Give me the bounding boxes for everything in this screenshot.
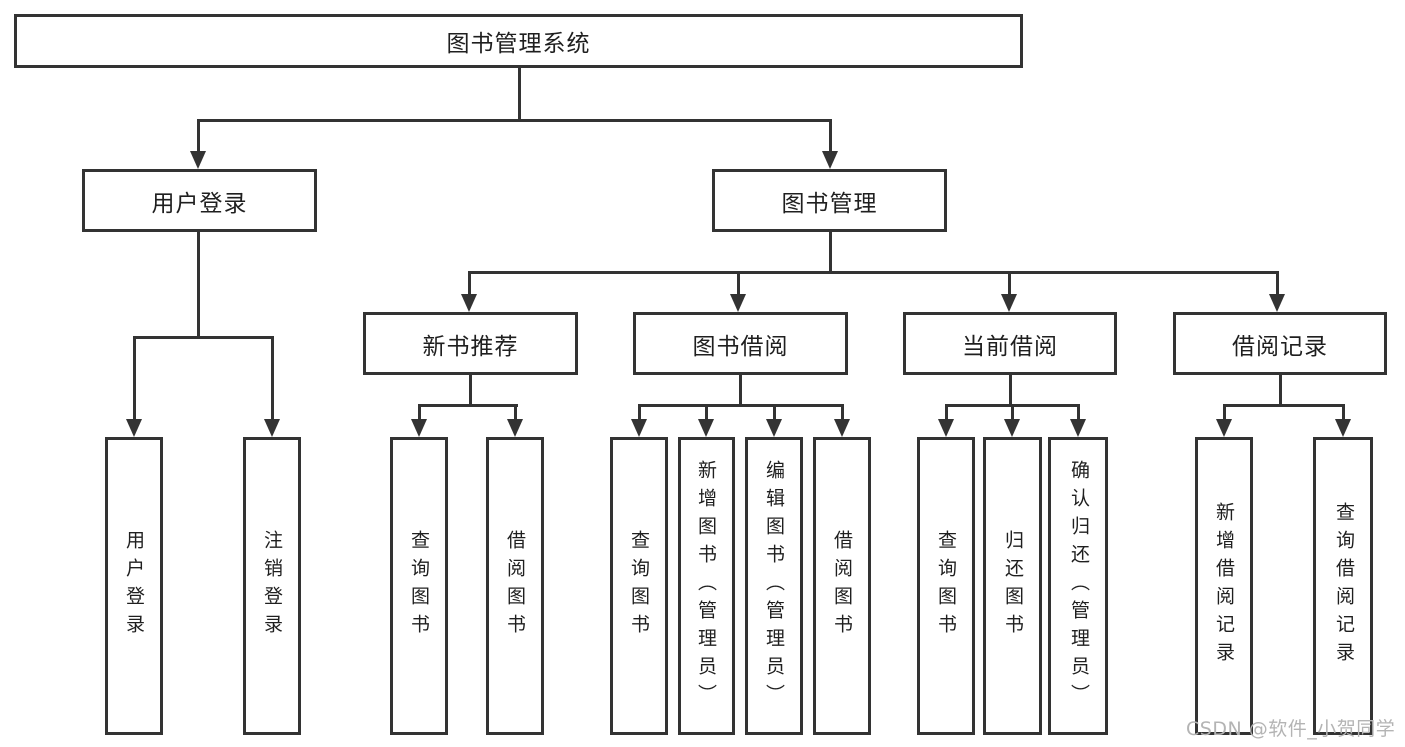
- leaf-add-book-admin: 新增图书（管理员）: [678, 437, 735, 735]
- connector-line: [197, 231, 200, 339]
- leaf-borrow-books-borrowing: 借阅图书: [813, 437, 871, 735]
- arrowhead-down-icon: [938, 419, 954, 437]
- connector-line: [468, 271, 471, 296]
- connector-line: [197, 119, 200, 153]
- connector-line: [1008, 271, 1011, 296]
- leaf-confirm-return-admin: 确认归还（管理员）: [1048, 437, 1108, 735]
- connector-line: [1223, 404, 1226, 421]
- arrowhead-down-icon: [822, 151, 838, 169]
- connector-line: [1279, 374, 1282, 406]
- connector-line: [133, 336, 274, 339]
- leaf-add-borrow-record: 新增借阅记录: [1195, 437, 1253, 735]
- arrowhead-down-icon: [461, 294, 477, 312]
- leaf-query-borrow-record: 查询借阅记录: [1313, 437, 1373, 735]
- connector-line: [737, 271, 740, 296]
- connector-line: [514, 404, 517, 421]
- connector-line: [829, 231, 832, 274]
- connector-line: [705, 404, 708, 421]
- arrowhead-down-icon: [507, 419, 523, 437]
- connector-line: [739, 374, 742, 406]
- arrowhead-down-icon: [1070, 419, 1086, 437]
- arrowhead-down-icon: [411, 419, 427, 437]
- arrowhead-down-icon: [190, 151, 206, 169]
- leaf-user-login: 用户登录: [105, 437, 163, 735]
- node-new-book-recommend: 新书推荐: [363, 312, 578, 375]
- connector-line: [469, 374, 472, 406]
- connector-line: [133, 336, 136, 421]
- connector-line: [468, 271, 1279, 274]
- arrowhead-down-icon: [631, 419, 647, 437]
- connector-line: [518, 67, 521, 121]
- connector-line: [945, 404, 948, 421]
- connector-line: [638, 404, 641, 421]
- connector-line: [271, 336, 274, 421]
- node-current-borrowing: 当前借阅: [903, 312, 1117, 375]
- leaf-edit-book-admin: 编辑图书（管理员）: [745, 437, 803, 735]
- connector-line: [418, 404, 518, 407]
- leaf-borrow-books-recommend: 借阅图书: [486, 437, 544, 735]
- arrowhead-down-icon: [834, 419, 850, 437]
- node-book-borrowing: 图书借阅: [633, 312, 848, 375]
- connector-line: [773, 404, 776, 421]
- connector-line: [197, 119, 832, 122]
- leaf-query-books-borrowing: 查询图书: [610, 437, 668, 735]
- leaf-query-books-recommend: 查询图书: [390, 437, 448, 735]
- connector-line: [829, 119, 832, 153]
- node-borrowing-records: 借阅记录: [1173, 312, 1387, 375]
- arrowhead-down-icon: [1004, 419, 1020, 437]
- connector-line: [1077, 404, 1080, 421]
- connector-line: [1009, 374, 1012, 406]
- connector-line: [841, 404, 844, 421]
- arrowhead-down-icon: [1269, 294, 1285, 312]
- leaf-return-books: 归还图书: [983, 437, 1042, 735]
- arrowhead-down-icon: [264, 419, 280, 437]
- leaf-query-books-current: 查询图书: [917, 437, 975, 735]
- node-library-management-system: 图书管理系统: [14, 14, 1023, 68]
- connector-line: [1342, 404, 1345, 421]
- connector-line: [1223, 404, 1345, 407]
- node-book-management: 图书管理: [712, 169, 947, 232]
- connector-line: [418, 404, 421, 421]
- arrowhead-down-icon: [730, 294, 746, 312]
- arrowhead-down-icon: [1335, 419, 1351, 437]
- leaf-logout: 注销登录: [243, 437, 301, 735]
- arrowhead-down-icon: [698, 419, 714, 437]
- arrowhead-down-icon: [766, 419, 782, 437]
- connector-line: [1011, 404, 1014, 421]
- connector-line: [638, 404, 844, 407]
- arrowhead-down-icon: [1001, 294, 1017, 312]
- connector-line: [1276, 271, 1279, 296]
- csdn-watermark: CSDN @软件_小贺同学: [1186, 718, 1396, 740]
- node-user-login: 用户登录: [82, 169, 317, 232]
- arrowhead-down-icon: [1216, 419, 1232, 437]
- arrowhead-down-icon: [126, 419, 142, 437]
